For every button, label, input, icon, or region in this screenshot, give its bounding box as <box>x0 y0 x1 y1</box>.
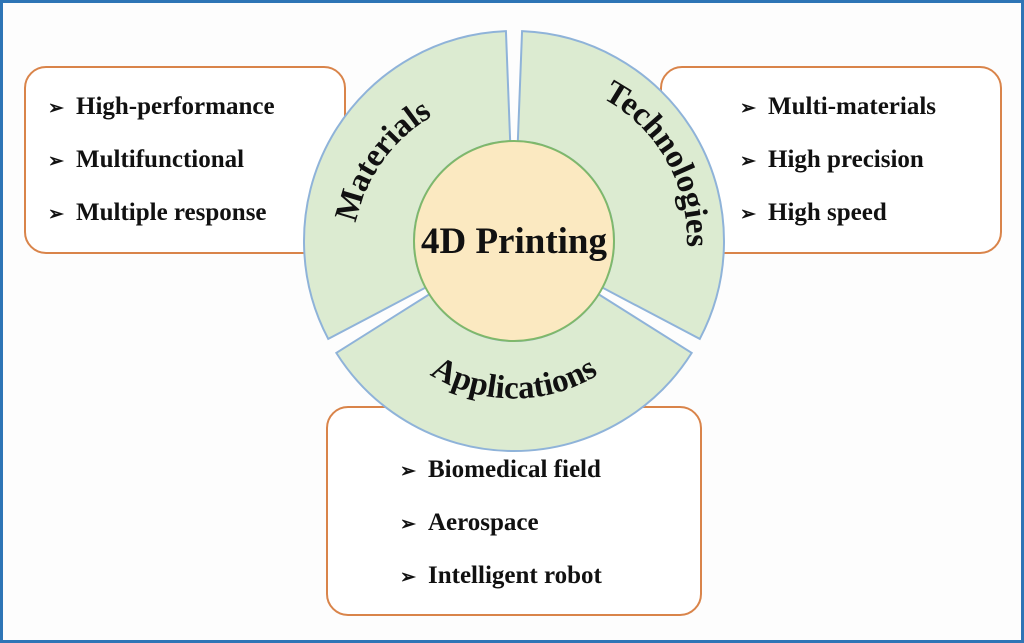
list-item: ➢ Intelligent robot <box>400 562 602 615</box>
list-item: ➢ High precision <box>740 146 936 199</box>
list-item: ➢ Multi-materials <box>740 93 936 146</box>
list-item-label: Aerospace <box>428 509 539 536</box>
technologies-list: ➢ Multi-materials ➢ High precision ➢ High s… <box>740 93 936 252</box>
list-item-label: Multi-materials <box>768 93 937 120</box>
applications-list: ➢ Biomedical field ➢ Aerospace ➢ Intelligen… <box>400 456 602 615</box>
arrow-bullet-icon: ➢ <box>48 98 64 119</box>
arrow-bullet-icon: ➢ <box>400 461 416 482</box>
list-item-label: Multiple response <box>76 199 267 226</box>
list-item: ➢ High-performance <box>48 93 275 146</box>
list-item-label: High speed <box>768 199 887 226</box>
arrow-bullet-icon: ➢ <box>740 98 756 119</box>
list-item: ➢ Multiple response <box>48 199 275 252</box>
list-item-label: Multifunctional <box>76 146 245 173</box>
arrow-bullet-icon: ➢ <box>48 204 64 225</box>
list-item: ➢ Multifunctional <box>48 146 275 199</box>
arrow-bullet-icon: ➢ <box>740 151 756 172</box>
arrow-bullet-icon: ➢ <box>740 204 756 225</box>
list-item-label: Intelligent robot <box>428 562 602 589</box>
list-item-label: High-performance <box>76 93 275 120</box>
center-title: 4D Printing <box>421 221 608 262</box>
list-item: ➢ High speed <box>740 199 936 252</box>
materials-list: ➢ High-performance ➢ Multifunctional ➢ Mult… <box>48 93 275 252</box>
list-item-label: High precision <box>768 146 924 173</box>
materials-box <box>24 66 346 254</box>
center-circle <box>413 140 615 342</box>
arrow-bullet-icon: ➢ <box>48 151 64 172</box>
list-item: ➢ Aerospace <box>400 509 602 562</box>
list-item: ➢ Biomedical field <box>400 456 602 509</box>
arrow-bullet-icon: ➢ <box>400 567 416 588</box>
list-item-label: Biomedical field <box>428 456 601 483</box>
arrow-bullet-icon: ➢ <box>400 514 416 535</box>
